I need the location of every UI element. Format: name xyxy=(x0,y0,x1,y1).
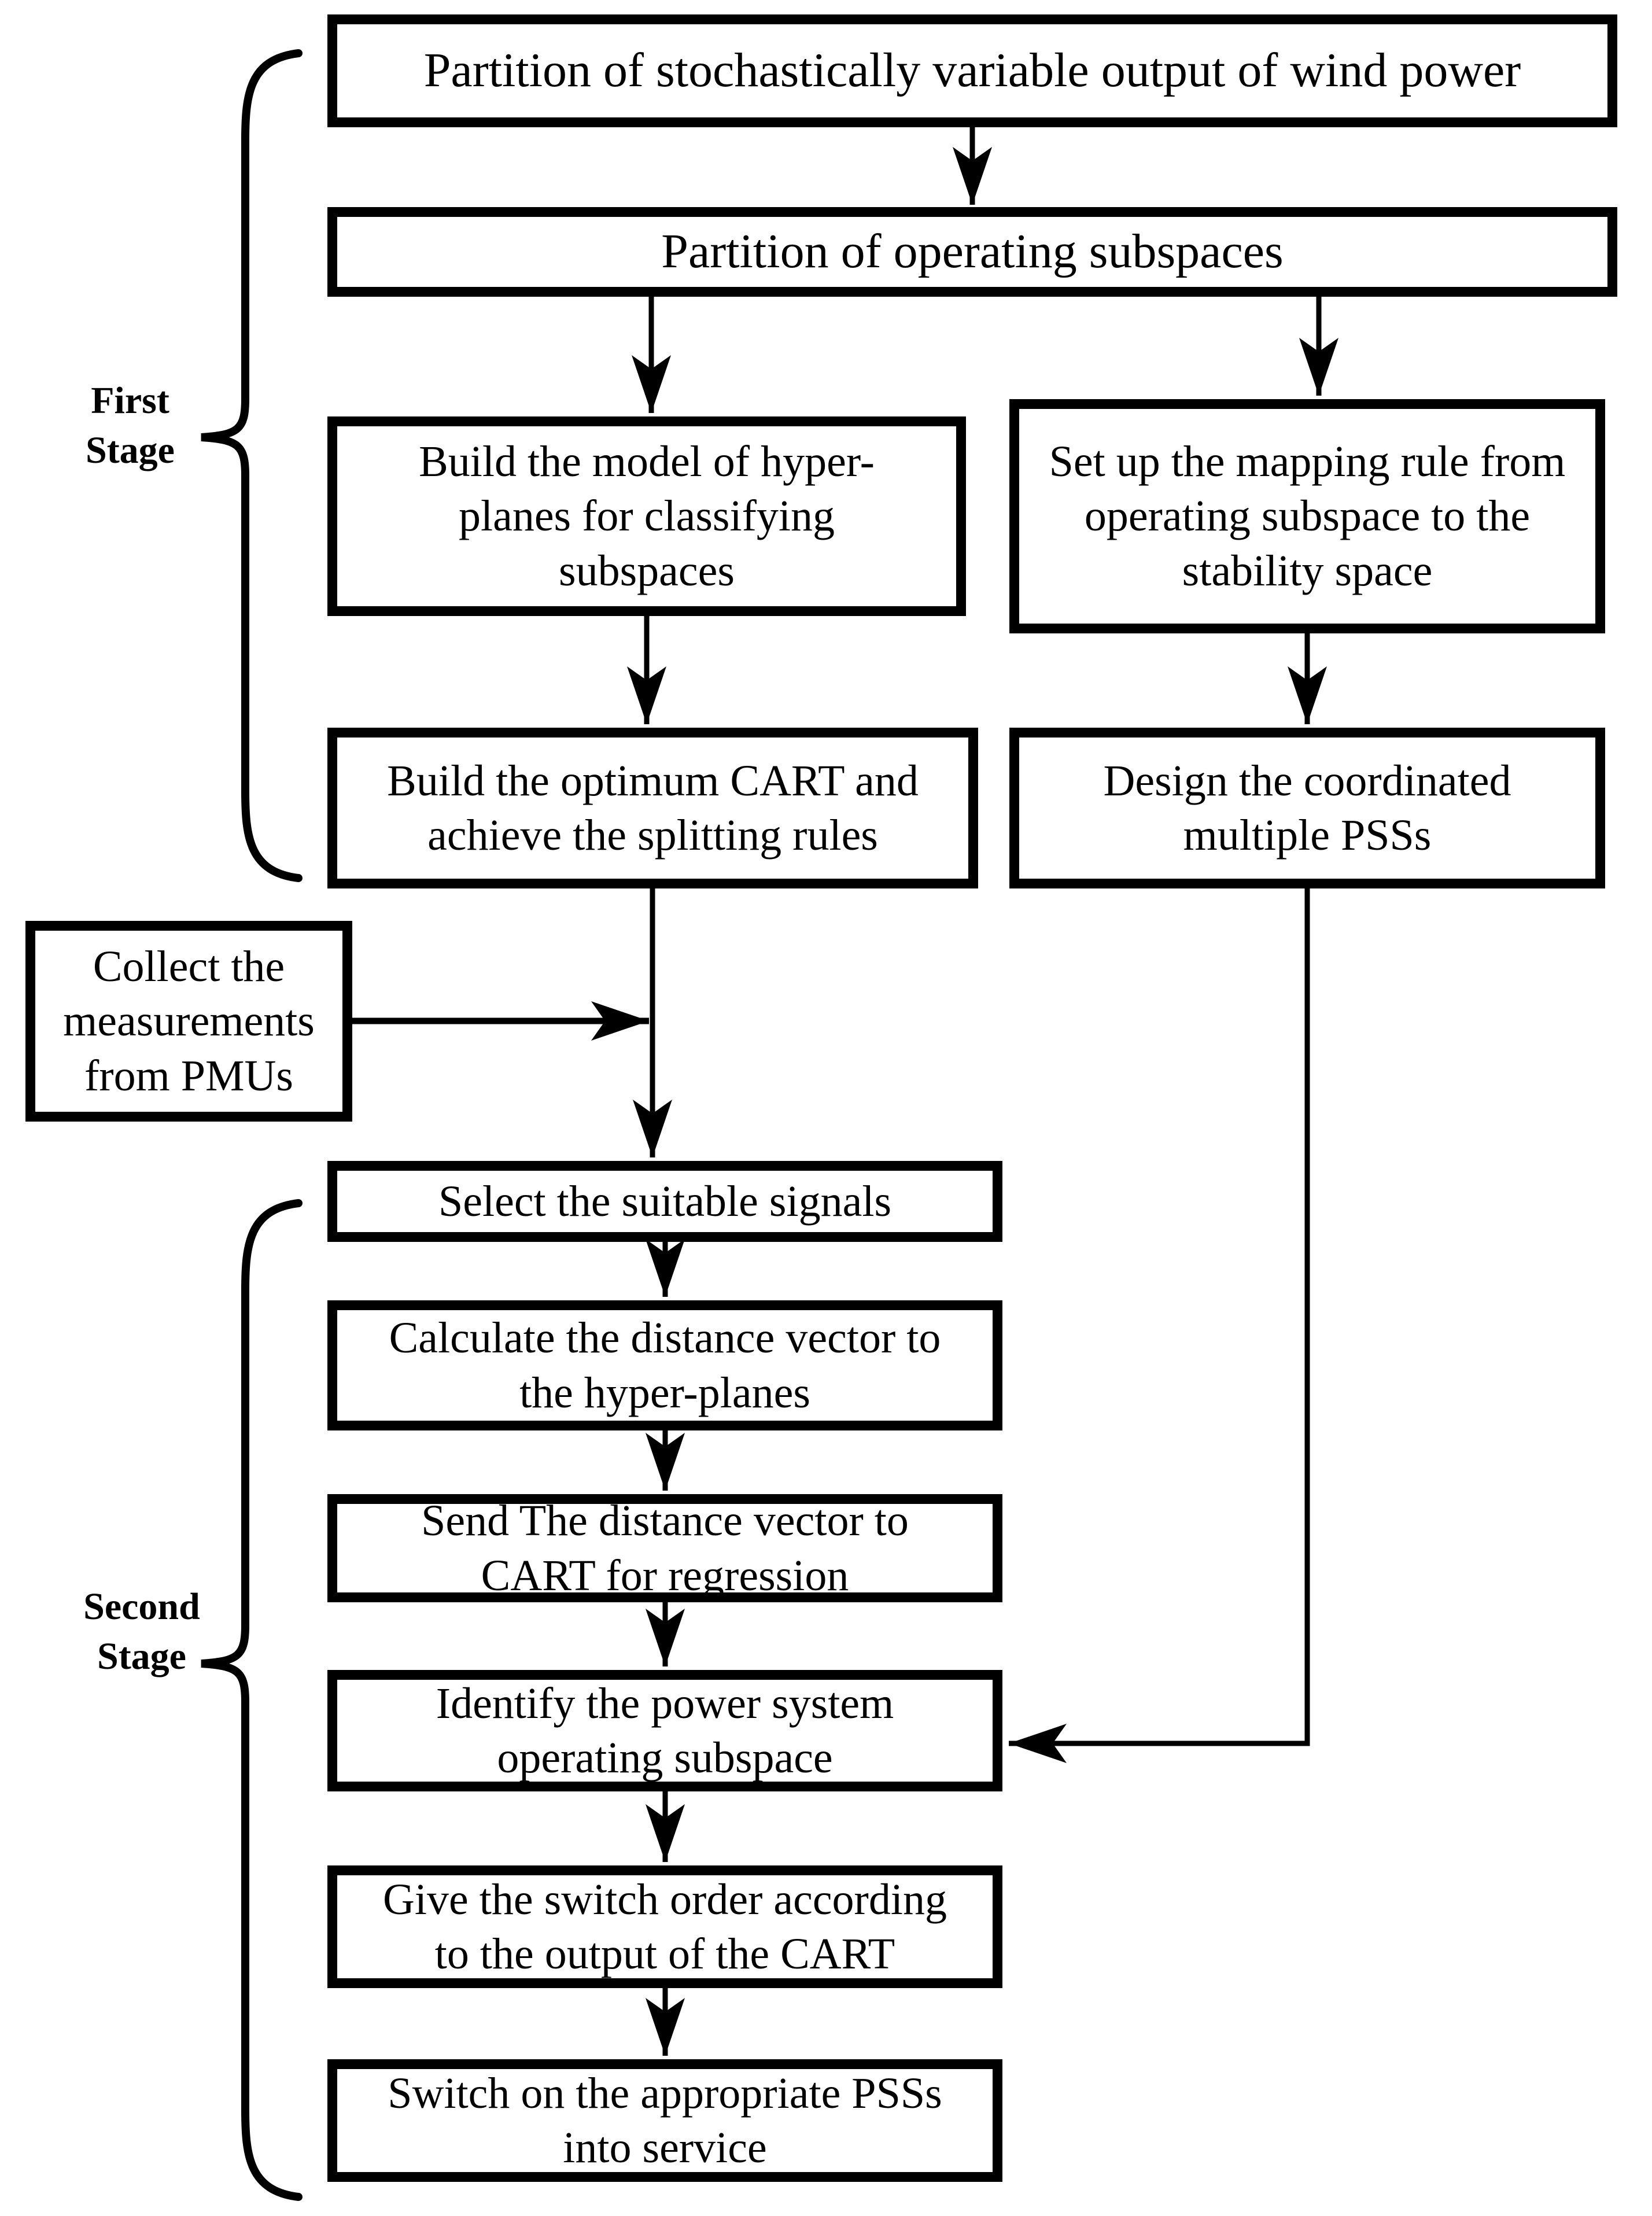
box-send-cart: Send The distance vector to CART for reg… xyxy=(327,1494,1002,1602)
second-stage-brace xyxy=(201,1199,303,2201)
box-calc-distance: Calculate the distance vector to the hyp… xyxy=(327,1300,1002,1430)
first-stage-brace xyxy=(201,49,303,882)
box-switch-order: Give the switch order according to the o… xyxy=(327,1865,1002,1988)
second-stage-label: Second Stage xyxy=(83,1586,200,1677)
box-build-cart: Build the optimum CART and achieve the s… xyxy=(327,728,978,888)
box-partition-wind: Partition of stochastically variable out… xyxy=(327,14,1617,127)
box-switch-on: Switch on the appropriate PSSs into serv… xyxy=(327,2059,1002,2182)
box-build-hyperplanes: Build the model of hyper- planes for cla… xyxy=(327,416,966,616)
box-partition-subspaces: Partition of operating subspaces xyxy=(327,207,1617,297)
box-identify-subspace: Identify the power system operating subs… xyxy=(327,1670,1002,1791)
box-design-psss: Design the coordinated multiple PSSs xyxy=(1009,728,1605,888)
box-select-signals: Select the suitable signals xyxy=(327,1161,1002,1242)
first-stage-label: First Stage xyxy=(86,379,175,471)
box-mapping-rule: Set up the mapping rule from operating s… xyxy=(1009,399,1605,633)
box-collect-pmu: Collect the measurements from PMUs xyxy=(25,921,352,1122)
arrow-design-to-identify xyxy=(1009,886,1310,1763)
